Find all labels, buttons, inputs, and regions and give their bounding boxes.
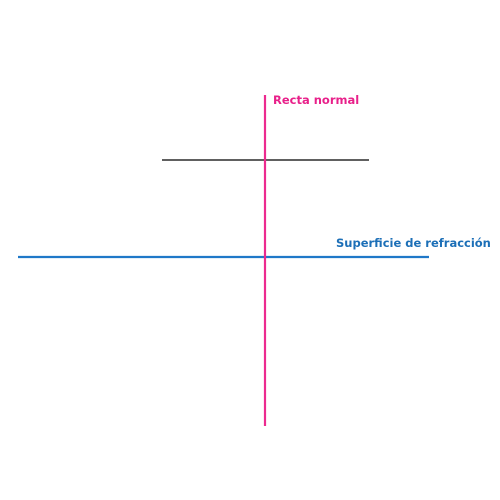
refraction-surface-label: Superficie de refracción [336, 236, 491, 250]
normal-line-label: Recta normal [273, 93, 359, 107]
